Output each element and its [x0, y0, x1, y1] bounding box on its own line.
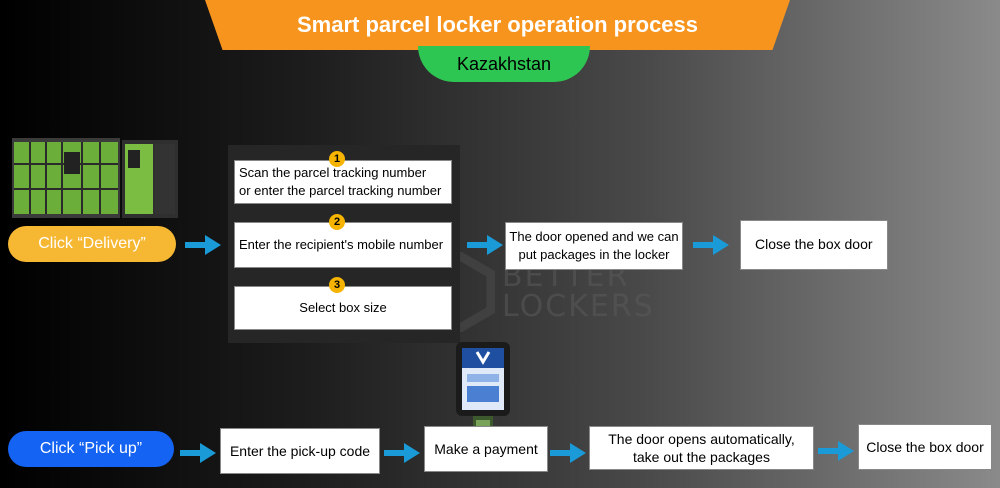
pickup-code-box: Enter the pick-up code: [220, 428, 380, 474]
payment-terminal-image: [456, 342, 510, 438]
watermark-text: BETTER LOCKERS: [502, 262, 655, 322]
page-title: Smart parcel locker operation process: [205, 0, 790, 50]
step-scan-line1: Scan the parcel tracking number: [239, 165, 427, 180]
make-payment-box: Make a payment: [424, 426, 548, 472]
step-number-badge: 2: [329, 214, 345, 230]
close-door-box: Close the box door: [858, 424, 992, 470]
arrow-right-icon: [185, 235, 221, 255]
door-opened-line2: put packages in the locker: [518, 247, 670, 262]
door-opens-line1: The door opens automatically,: [608, 431, 795, 447]
door-opened-box: The door opened and we can put packages …: [505, 222, 683, 270]
country-badge: Kazakhstan: [418, 46, 590, 82]
door-opened-line1: The door opened and we can: [509, 229, 679, 244]
door-opens-line2: take out the packages: [632, 449, 770, 465]
step-select-box-size: Select box size: [234, 286, 452, 330]
step-scan-line2: or enter the parcel tracking number: [239, 183, 442, 198]
door-opens-box: The door opens automatically, take out t…: [589, 426, 814, 470]
arrow-right-icon: [693, 235, 729, 255]
parcel-locker-image: [12, 138, 178, 218]
arrow-right-icon: [180, 443, 216, 463]
step-number-badge: 1: [329, 151, 345, 167]
step-scan-tracking: Scan the parcel tracking number or enter…: [234, 160, 452, 204]
close-door-box: Close the box door: [740, 220, 888, 270]
delivery-button[interactable]: Click “Delivery”: [8, 226, 176, 262]
arrow-right-icon: [384, 443, 420, 463]
watermark-line2: LOCKERS: [502, 289, 655, 324]
step-enter-mobile: Enter the recipient's mobile number: [234, 222, 452, 268]
step-number-badge: 3: [329, 277, 345, 293]
pickup-button[interactable]: Click “Pick up”: [8, 431, 174, 467]
arrow-right-icon: [467, 235, 503, 255]
arrow-right-icon: [818, 441, 854, 461]
arrow-right-icon: [550, 443, 586, 463]
